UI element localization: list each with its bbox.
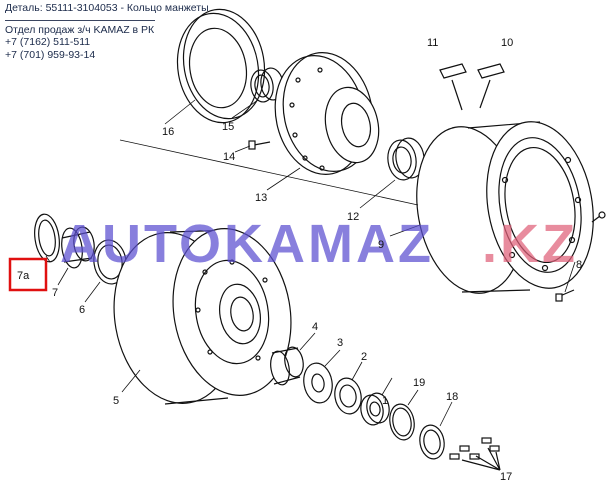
callout-17: 17 <box>500 471 512 483</box>
part-5-drawing <box>113 228 292 405</box>
callout-9: 9 <box>378 239 384 251</box>
header-divider <box>5 20 155 22</box>
part-1-drawing <box>360 392 390 426</box>
callout-4: 4 <box>312 321 318 333</box>
part-16-drawing <box>176 8 266 124</box>
callout-12: 12 <box>347 211 359 223</box>
callout-16: 16 <box>162 126 174 138</box>
watermark: AUTOKAMAZ .KZ <box>60 214 578 274</box>
phone-line-1: +7 (7162) 511-511 <box>5 36 91 49</box>
sales-department-line: Отдел продаж з/ч KAMAZ в РК <box>5 24 155 37</box>
callout-7: 7 <box>52 287 58 299</box>
part-13-drawing <box>274 52 380 175</box>
part-7a-drawing <box>34 213 60 263</box>
callout-10: 10 <box>501 37 513 49</box>
callout-13: 13 <box>255 192 267 204</box>
leader-lines <box>45 99 576 427</box>
part-2-drawing <box>334 377 362 415</box>
callout-18: 18 <box>446 391 458 403</box>
callout-19: 19 <box>413 377 425 389</box>
callout-5: 5 <box>113 395 119 407</box>
callout-6: 6 <box>79 304 85 316</box>
part-7-drawing <box>61 226 95 269</box>
part-18-drawing <box>419 424 445 460</box>
phone-line-2: +7 (701) 959-93-14 <box>5 48 96 61</box>
callout-labels: 1 2 3 4 5 6 7 8 9 10 11 12 13 14 15 16 1… <box>52 37 582 483</box>
part-4-drawing <box>270 346 304 386</box>
part-8-drawing <box>555 211 606 302</box>
part-detail-line: Деталь: 55111-3104053 - Кольцо манжеты <box>5 2 209 14</box>
part-19-drawing <box>389 403 415 441</box>
highlighted-part-7a[interactable]: 7а <box>8 257 48 292</box>
part-3-drawing <box>303 362 333 404</box>
callout-2: 2 <box>361 351 367 363</box>
callout-15: 15 <box>222 121 234 133</box>
watermark-main-text: AUTOKAMAZ <box>60 214 434 274</box>
part-info-header: Деталь: 55111-3104053 - Кольцо манжеты О… <box>5 2 209 61</box>
part-12-drawing <box>387 137 425 181</box>
callout-1: 1 <box>382 395 388 407</box>
part-9-drawing <box>416 121 594 294</box>
watermark-suffix-text: .KZ <box>482 214 578 274</box>
callout-3: 3 <box>337 337 343 349</box>
part-6-drawing <box>93 239 127 285</box>
callout-14: 14 <box>223 151 235 163</box>
highlighted-part-label: 7а <box>17 270 30 282</box>
part-14-drawing <box>248 140 271 150</box>
callout-8: 8 <box>576 259 582 271</box>
callout-11: 11 <box>427 37 438 49</box>
highlight-box <box>8 257 48 292</box>
part-17-drawing <box>449 437 501 471</box>
part-10-11-drawing <box>439 63 505 111</box>
